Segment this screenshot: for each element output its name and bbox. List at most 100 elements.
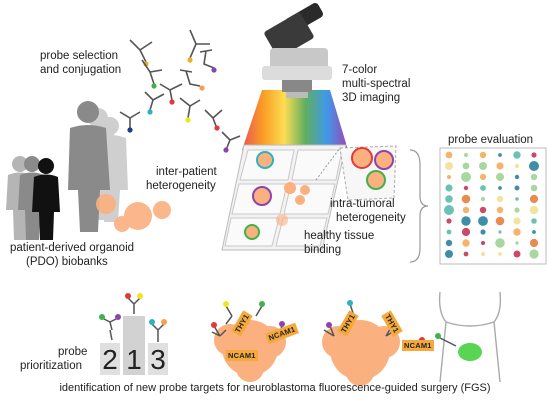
label-multi-spectral: multi-spectral [342,78,411,90]
evaluation-dot [529,161,539,171]
evaluation-dot [515,197,519,201]
evaluation-dot [529,238,539,248]
probe-evaluation-panel [439,147,547,265]
antibody-probe-icon [129,39,153,67]
label-binding: binding [304,244,342,256]
evaluation-dot [461,227,471,237]
evaluation-dot [513,228,521,236]
evaluation-dot [445,151,453,159]
label-3d-imaging: 3D imaging [342,92,401,104]
evaluation-dot [479,173,487,181]
evaluation-dot [531,218,537,224]
evaluation-dot [496,206,504,214]
evaluation-dot [514,207,520,213]
label-probe-selection: probe selection [40,50,118,62]
label-probe-evaluation: probe evaluation [448,134,534,146]
evaluation-dot [529,249,539,259]
label-pdo-line2: (PDO) biobanks [26,256,108,268]
evaluation-dot [530,173,538,181]
target-tag-ncam1: NCAM1 [402,340,434,351]
evaluation-dot [495,238,505,248]
evaluation-dot [496,195,504,203]
label-probe: probe [58,346,88,358]
evaluation-dot [498,230,502,234]
evaluation-dot [532,230,536,234]
evaluation-dot [446,229,452,235]
people-silhouette-icon [6,101,128,240]
evaluation-dot [444,205,454,215]
evaluation-dot [461,172,471,182]
evaluation-dot [496,173,504,181]
antibody-probe-icon [204,109,223,131]
evaluation-dot [495,216,505,226]
evaluation-dot [513,250,521,258]
evaluation-dot [445,184,453,192]
label-and-conjugation: and conjugation [40,64,122,76]
label-healthy-tissue: healthy tissue [304,230,375,242]
podium-rank-2: 2 [102,344,118,375]
evaluation-dot [480,240,486,246]
evaluation-dot [445,250,453,258]
antibody-probe-icon [144,91,165,115]
human-body-icon [438,291,502,383]
evaluation-dot [498,153,502,157]
evaluation-dot [461,194,471,204]
antibody-probe-icon [187,29,210,63]
evaluation-dot [515,241,519,245]
evaluation-dot [530,184,538,192]
evaluation-dot [529,205,539,215]
evaluation-dot [463,185,469,191]
evaluation-dot [498,252,502,256]
intra-tumoral-zoom [315,145,397,201]
well-plate-icon [221,144,347,251]
microscope-icon [242,3,348,150]
evaluation-dot [479,162,487,170]
evaluation-dot [445,239,453,247]
antibody-probe-icon [119,111,141,133]
evaluation-dot [496,162,504,170]
evaluation-dot [514,185,520,191]
antibody-probe-icon [179,69,205,91]
evaluation-dot [514,163,520,169]
evaluation-dot [447,175,451,179]
evaluation-dot [478,216,488,226]
evaluation-dot [462,239,470,247]
evaluation-dot [479,151,487,159]
evaluation-dot [480,251,486,257]
evaluation-dot [529,194,539,204]
evaluation-dot [479,206,487,214]
evaluation-dot [462,206,470,214]
evaluation-dot [463,251,469,257]
label-pdo-line1: patient-derived organoid [10,242,135,254]
bracket [409,149,429,263]
evaluation-dot [480,229,486,235]
evaluation-dot [498,186,502,190]
antibody-probe-icon [179,97,201,123]
label-inter-heterogeneity: heterogeneity [146,180,216,192]
evaluation-dot [464,153,468,157]
tumor-highlight [435,333,482,361]
evaluation-dot [531,152,537,158]
evaluation-dot [445,195,453,203]
dot-matrix-icon [444,151,539,259]
antibody-probe-icon [199,49,217,73]
label-inter-patient: inter-patient [156,166,217,178]
podium-rank-3: 3 [150,344,166,375]
evaluation-dot [461,216,471,226]
evaluation-dot [514,174,520,180]
label-seven-color: 7-color [342,64,378,76]
evaluation-dot [513,151,521,159]
evaluation-dot [445,162,453,170]
organoid-cluster [96,194,171,232]
podium-icon [99,293,168,375]
evaluation-dot [480,185,486,191]
podium-rank-1: 1 [126,344,142,375]
antibody-probe-icon [221,131,241,153]
evaluation-dot [513,217,521,225]
evaluation-dot [480,196,486,202]
antibody-probe-icon [141,59,163,89]
target-tag-ncam1: NCAM1 [226,350,258,361]
label-prioritization: prioritization [20,360,82,372]
label-intra-tumoral: intra-tumoral [330,198,395,210]
